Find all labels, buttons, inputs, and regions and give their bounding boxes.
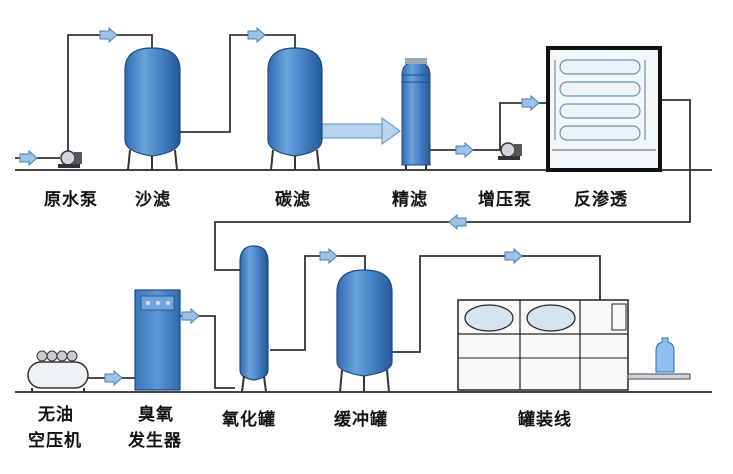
reverse-osmosis-unit <box>546 46 662 172</box>
label-reverse-osmosis: 反渗透 <box>574 189 628 210</box>
buffer-tank <box>336 269 393 393</box>
ozone-generator <box>134 289 181 391</box>
raw-water-pump <box>58 150 82 168</box>
label-ozone-2: 发生器 <box>127 430 182 451</box>
fine-filter <box>401 58 431 170</box>
sand-filter-tank <box>124 47 181 171</box>
filling-line-machine <box>457 299 691 391</box>
label-fine-filter: 精滤 <box>392 189 428 210</box>
label-filling-line: 罐装线 <box>517 409 572 430</box>
label-oxidation-tank: 氧化罐 <box>221 409 276 430</box>
label-raw-pump: 原水泵 <box>44 189 98 210</box>
label-air-compressor-2: 空压机 <box>28 430 82 451</box>
label-carbon-filter: 碳滤 <box>275 189 311 210</box>
label-ozone-1: 臭氧 <box>138 404 174 425</box>
label-booster-pump: 增压泵 <box>478 189 532 210</box>
booster-pump <box>498 142 522 160</box>
label-buffer-tank: 缓冲罐 <box>334 409 388 430</box>
carbon-filter-tank <box>267 47 323 171</box>
air-compressor <box>27 350 89 392</box>
label-sand-filter: 沙滤 <box>135 189 171 210</box>
oxidation-tank <box>239 245 269 393</box>
carbon-to-fine-pipe <box>321 123 383 139</box>
water-bottle-icon <box>655 337 675 373</box>
label-air-compressor-1: 无油 <box>37 404 74 425</box>
